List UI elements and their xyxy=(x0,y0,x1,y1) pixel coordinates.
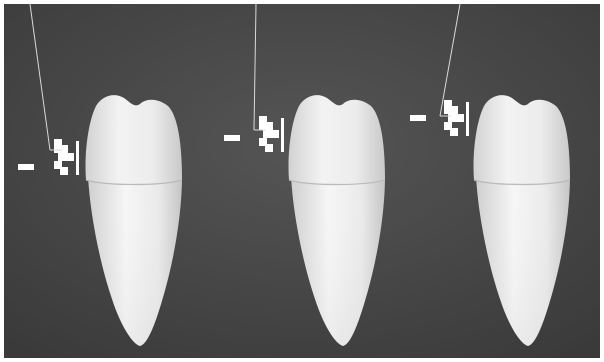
image-frame xyxy=(4,4,600,358)
dash-marker-1 xyxy=(18,164,34,170)
dash-marker-3 xyxy=(410,115,426,121)
dash-marker-2 xyxy=(224,135,240,141)
dental-bracket-illustration xyxy=(4,4,600,358)
